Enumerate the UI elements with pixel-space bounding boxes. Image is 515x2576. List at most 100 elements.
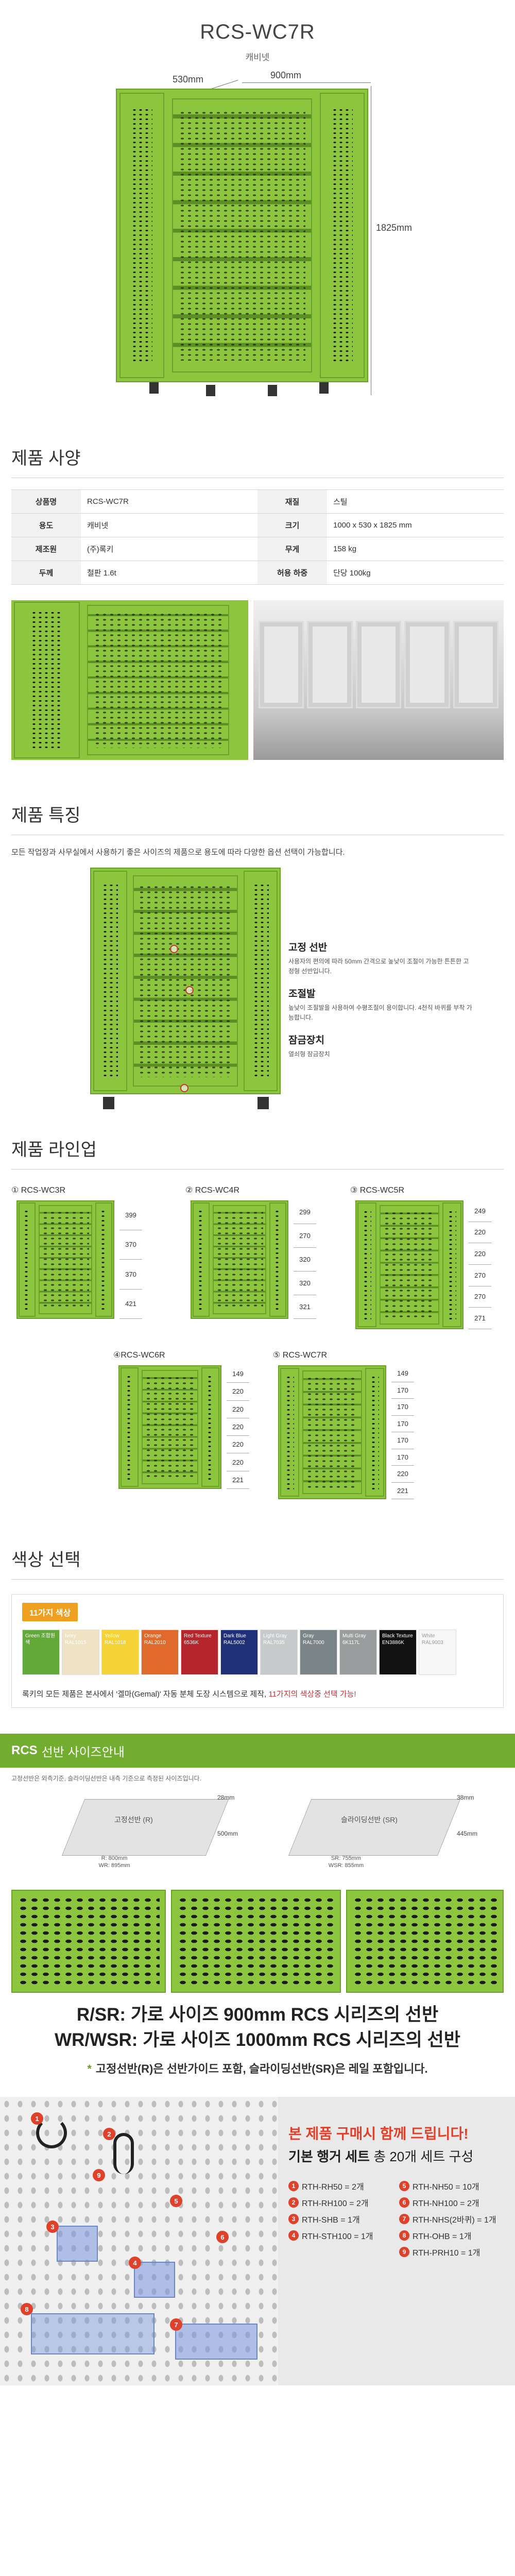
shelf-gap-value: 220 xyxy=(227,1383,249,1401)
shelf-photos xyxy=(11,1890,504,1993)
shelf-gap-value: 220 xyxy=(227,1418,249,1436)
item-text: RTH-NH100 = 2개 xyxy=(413,2199,479,2208)
shelf-gap-value: 221 xyxy=(391,1483,414,1499)
shelf-gap-value: 220 xyxy=(391,1466,414,1483)
pegboard-photo: 1 2 3 4 5 6 7 8 9 xyxy=(0,2097,278,2385)
color-note: 록키의 모든 제품은 본사에서 '겔마(Gemal)' 자동 분체 도장 시스템… xyxy=(22,1690,356,1699)
lineup-model-name: ③ RCS-WC5R xyxy=(350,1186,405,1195)
color-swatch[interactable]: Dark Blue RAL5002 xyxy=(220,1630,258,1675)
detail-photo xyxy=(11,600,248,760)
item-number: 8 xyxy=(399,2230,409,2241)
shelf-gap-value: 299 xyxy=(294,1200,316,1224)
item-marker: 9 xyxy=(93,2169,105,2181)
features-section: 제품 특징 모든 작업장과 사무실에서 사용하기 좋은 사이즈의 제품으로 용도… xyxy=(0,801,515,1115)
sliding-shelf-tray: 슬라이딩선반 (SR) 38mm 445mm SR: 755mm WSR: 85… xyxy=(269,1794,490,1871)
width-dim-line xyxy=(242,82,371,83)
shelf-gap-value: 220 xyxy=(469,1243,491,1265)
feature-leveler: 조절발 높낮이 조절발을 사용하여 수평조절이 용이합니다. 4천직 바퀴를 부… xyxy=(288,986,474,1023)
feature-fixed-shelf: 고정 선반 사용자의 편의에 따라 50mm 간격으로 높낮이 조절이 가능한 … xyxy=(288,940,474,976)
shelf-gap-value: 220 xyxy=(227,1453,249,1471)
color-swatch[interactable]: Gray RAL7000 xyxy=(300,1630,337,1675)
shelf-note: 고정선반은 외측기준, 슬라이딩선반은 내측 기준으로 측정된 사이즈입니다. xyxy=(11,1775,201,1782)
item-text: RTH-STH100 = 1개 xyxy=(302,2232,373,2241)
tray-height: 38mm xyxy=(457,1794,474,1801)
feature-lock: 잠금장치 열쇠형 잠금장치 xyxy=(288,1032,474,1059)
item-marker: 6 xyxy=(216,2231,229,2243)
shelf-gap-value: 421 xyxy=(119,1290,142,1319)
feature-text: 사용자의 편의에 따라 50mm 간격으로 높낮이 조절이 가능한 튼튼한 고정… xyxy=(288,958,469,975)
color-swatch[interactable]: Ivory RAL1015 xyxy=(62,1630,99,1675)
shelf-headlines: R/SR: 가로 사이즈 900mm RCS 시리즈의 선반 WR/WSR: 가… xyxy=(0,2002,515,2053)
shelf-gap-value: 149 xyxy=(227,1365,249,1383)
cabinet-right-door xyxy=(319,92,365,379)
hanger-title: 기본 행거 세트 총 20개 세트 구성 xyxy=(288,2149,474,2164)
item-text: RTH-SHB = 1개 xyxy=(302,2216,360,2225)
divider xyxy=(11,1579,504,1580)
item-number: 4 xyxy=(288,2230,299,2241)
shelf-line-1: R/SR: 가로 사이즈 900mm RCS 시리즈의 선반 xyxy=(76,2005,439,2025)
spec-key: 크기 xyxy=(258,513,327,537)
spec-value: (주)록키 xyxy=(81,537,258,561)
shelf-gap-value: 221 xyxy=(227,1471,249,1489)
item-number: 7 xyxy=(399,2214,409,2224)
leg-icon xyxy=(103,1097,114,1109)
item-marker: 5 xyxy=(170,2195,182,2207)
color-swatch[interactable]: Green 조합원색 xyxy=(22,1630,60,1675)
hook-icon xyxy=(113,2133,134,2174)
spec-value: 철판 1.6t xyxy=(81,561,258,585)
color-note-highlight: 11가지의 색상중 선택 가능! xyxy=(268,1690,356,1699)
spec-title: 제품 사양 xyxy=(11,449,81,468)
feature-title: 고정 선반 xyxy=(288,942,328,953)
item-number: 3 xyxy=(288,2214,299,2224)
item-text: RTH-RH100 = 2개 xyxy=(302,2199,369,2208)
tray-depth: 445mm xyxy=(457,1830,478,1837)
color-swatch[interactable]: Yellow RAL1018 xyxy=(101,1630,139,1675)
spec-key: 상품명 xyxy=(11,489,81,514)
tray-icon xyxy=(31,2313,154,2354)
tray-icon xyxy=(175,2324,258,2360)
leg-icon xyxy=(258,1097,269,1109)
features-title: 제품 특징 xyxy=(11,806,81,825)
installation-photo xyxy=(253,600,504,760)
shelf-gap-value: 149 xyxy=(391,1365,414,1382)
features-diagram: 고정 선반 사용자의 편의에 따라 50mm 간격으로 높낮이 조절이 가능한 … xyxy=(0,868,515,1115)
color-swatch[interactable]: White RAL9003 xyxy=(419,1630,456,1675)
shelf-gap-value: 170 xyxy=(391,1449,414,1466)
product-model-title: RCS-WC7R xyxy=(200,21,315,43)
color-swatch[interactable]: Red Texture 6536K xyxy=(181,1630,218,1675)
feature-title: 조절발 xyxy=(288,989,316,999)
lineup-cabinet xyxy=(191,1200,288,1319)
color-swatch[interactable]: Orange RAL2010 xyxy=(141,1630,179,1675)
item-text: RTH-OHB = 1개 xyxy=(413,2232,472,2241)
cabinet-left-door xyxy=(119,92,165,379)
color-swatch[interactable]: Multi Gray 6K117L xyxy=(339,1630,377,1675)
color-swatch[interactable]: Light Gray RAL7035 xyxy=(260,1630,298,1675)
color-swatch[interactable]: Black Texture EN3886K xyxy=(379,1630,417,1675)
width-dimension: 900mm xyxy=(270,70,302,80)
product-photos xyxy=(11,600,504,760)
cabinet-interior xyxy=(171,98,313,373)
spec-value: 단당 100kg xyxy=(327,561,504,585)
